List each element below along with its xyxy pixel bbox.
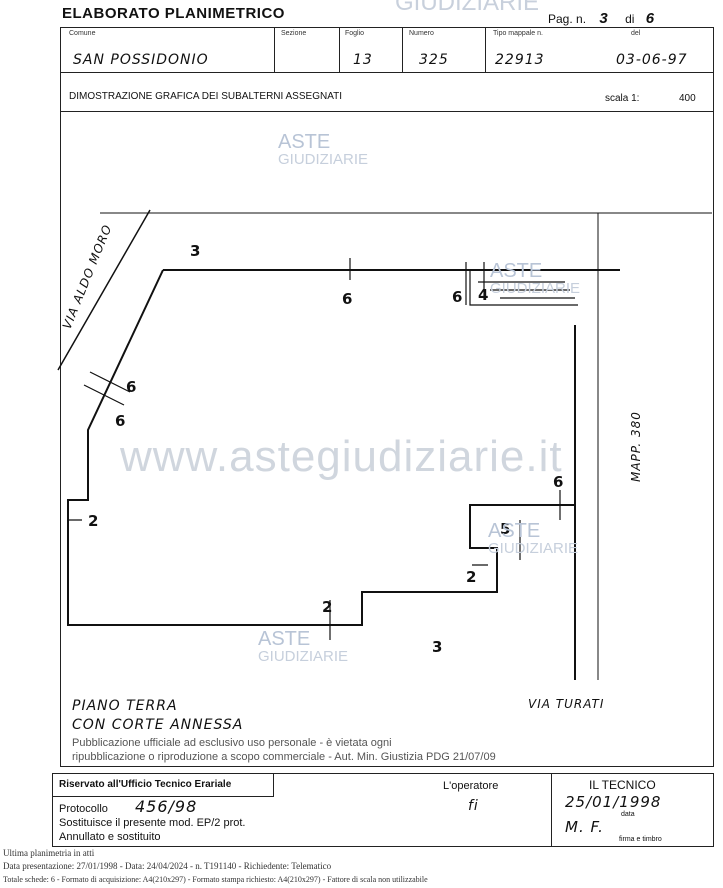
- foglio-label: Foglio: [345, 30, 365, 37]
- legal-notice-1: Pubblicazione ufficiale ad esclusivo uso…: [72, 737, 392, 749]
- sub-label-2: 2: [322, 598, 332, 616]
- firma-label: firma e timbro: [619, 836, 662, 843]
- annullato-text: Annullato e sostituito: [59, 831, 161, 843]
- document-title: ELABORATO PLANIMETRICO: [62, 5, 285, 22]
- del-label: del: [631, 30, 641, 37]
- boundary-line: [100, 212, 712, 680]
- page-number: 3: [599, 10, 608, 27]
- watermark-site: www.astegiudiziarie.it: [120, 432, 563, 481]
- drawing-frame: [60, 111, 714, 767]
- scale-value: 400: [679, 93, 696, 104]
- of-label: di: [625, 12, 635, 26]
- comune-value: SAN POSSIDONIO: [73, 52, 209, 68]
- comune-label: Comune: [69, 30, 96, 37]
- sub-label-6: 6: [126, 378, 136, 396]
- sub-label-3-bottom: 3: [432, 638, 442, 656]
- floor-label-line2: CON CORTE ANNESSA: [72, 717, 243, 733]
- office-block: Riservato all'Ufficio Tecnico Erariale L…: [52, 773, 714, 847]
- mapp-380-label: MAPP. 380: [629, 411, 643, 482]
- page-label: Pag. n.: [548, 12, 587, 26]
- section-title: DIMOSTRAZIONE GRAFICA DEI SUBALTERNI ASS…: [69, 91, 343, 102]
- cadastral-fields: Comune SAN POSSIDONIO Sezione Foglio 13 …: [60, 27, 714, 73]
- legal-notice-2: ripubblicazione o riproduzione a scopo c…: [72, 751, 496, 763]
- footer-line-3: Totale schede: 6 - Formato di acquisizio…: [3, 875, 428, 884]
- street-via-aldo-moro: VIA ALDO MORO: [60, 222, 115, 331]
- sub-label-2: 2: [466, 568, 476, 586]
- sub-label-2: 2: [88, 512, 98, 530]
- page-total: 6: [645, 10, 655, 27]
- sezione-label: Sezione: [281, 30, 307, 37]
- street-via-turati: VIA TURATI: [528, 697, 604, 711]
- sub-label-6: 6: [115, 412, 125, 430]
- sub-label-3-top: 3: [190, 242, 200, 260]
- sub-label-6: 6: [553, 473, 563, 491]
- sub-label-6: 6: [342, 290, 352, 308]
- sub-label-6: 6: [452, 288, 462, 306]
- tipo-mappale-value: 22913: [495, 52, 545, 68]
- sostituisce-text: Sostituisce il presente mod. EP/2 prot.: [59, 817, 246, 829]
- sub-label-4: 4: [478, 286, 488, 304]
- data-label: data: [621, 811, 635, 818]
- tecnico-date: 25/01/1998: [565, 793, 662, 811]
- tecnico-label: IL TECNICO: [589, 778, 656, 792]
- building-outline: [67, 269, 620, 680]
- section-header: DIMOSTRAZIONE GRAFICA DEI SUBALTERNI ASS…: [60, 71, 714, 112]
- tipo-mappale-label: Tipo mappale n.: [493, 30, 543, 37]
- numero-value: 325: [419, 52, 449, 68]
- protocollo-value: 456/98: [135, 797, 198, 816]
- footer-line-2: Data presentazione: 27/01/1998 - Data: 2…: [3, 861, 332, 871]
- watermark-giudiziarie-top: GIUDIZIARIE: [395, 0, 540, 16]
- street-edge-line: [57, 209, 151, 371]
- scale-label: scala 1:: [605, 93, 640, 104]
- protocollo-label: Protocollo: [59, 803, 108, 815]
- foglio-value: 13: [353, 52, 373, 68]
- footer-line-1: Ultima planimetria in atti: [3, 848, 95, 858]
- reserved-label: Riservato all'Ufficio Tecnico Erariale: [59, 779, 232, 790]
- sub-label-5: 5: [500, 520, 510, 538]
- tecnico-signature: M. F.: [565, 818, 604, 836]
- stair: [469, 270, 578, 306]
- numero-label: Numero: [409, 30, 434, 37]
- operatore-signature: fi: [468, 798, 479, 814]
- page-indicator: Pag. n. 3 di 6: [548, 10, 654, 27]
- operatore-label: L'operatore: [443, 780, 499, 792]
- floor-label-line1: PIANO TERRA: [72, 698, 178, 714]
- del-value: 03-06-97: [616, 52, 688, 68]
- ticks: [68, 258, 561, 640]
